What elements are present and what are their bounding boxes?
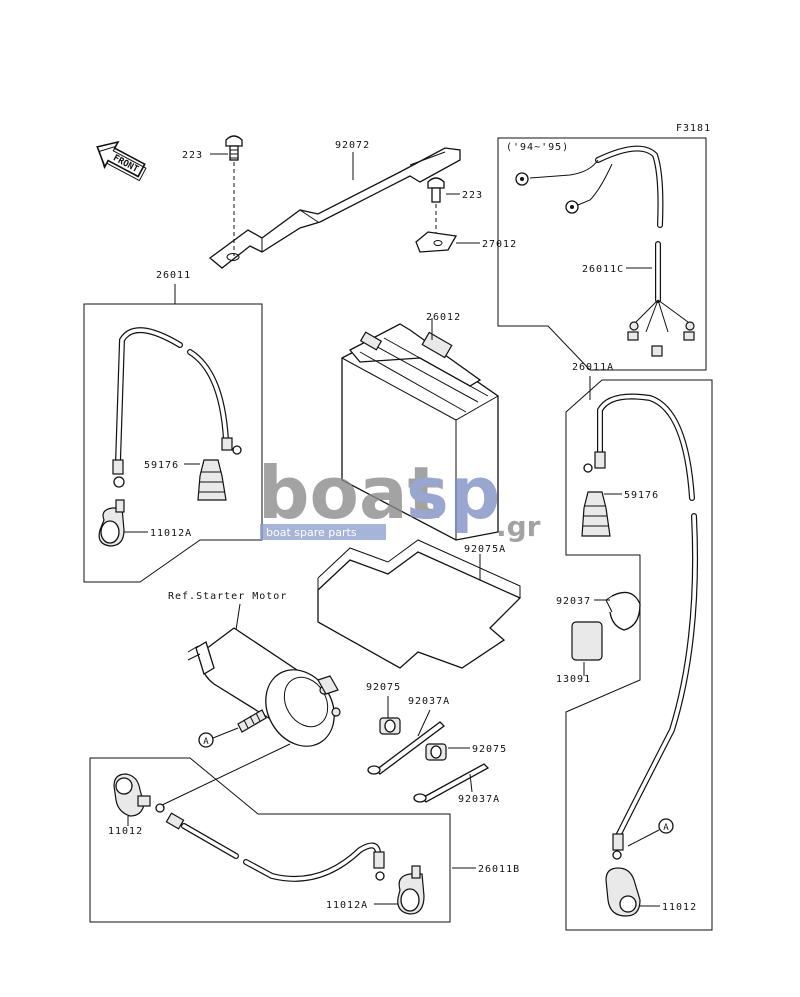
label-59176-left: 59176 [144,460,179,471]
box-26011A-cable [565,379,713,931]
label-26011A: 26011A [572,362,614,373]
screw-223-left [225,135,243,256]
watermark-brand-left: boat [258,451,442,535]
cap-11012-right [605,867,641,917]
label-59176-right: 59176 [624,490,659,501]
clip-92037A-a [367,721,445,775]
label-92037A-a: 92037A [408,696,450,707]
label-223-left: 223 [182,150,203,161]
grommet-92075-a [379,717,401,735]
label-26012: 26012 [426,312,461,323]
clip-92037A-b [413,763,490,803]
label-92075A: 92075A [464,544,506,555]
ref-A-left-text: A [203,737,209,747]
cable-26011 [112,327,242,488]
label-26011B: 26011B [478,864,520,875]
year-label: ('94~'95) [506,142,569,153]
cable-26011A [583,393,699,860]
label-26011C: 26011C [582,264,624,275]
grommet-92075-b [425,743,447,761]
clamp-92037 [605,591,641,631]
watermark-tagline: boat spare parts [266,526,357,539]
ref-circle-A-right: A [627,818,674,847]
box-26011B-cable [89,757,451,923]
cap-11012A-left [98,499,125,547]
label-11012-left: 11012 [108,826,143,837]
watermark-suffix: .gr [496,510,541,543]
label-26011: 26011 [156,270,191,281]
label-11012A-bottom: 11012A [326,900,368,911]
bracket-27012 [415,231,458,253]
box-26011-cable [83,303,263,583]
label-92037A-b: 92037A [458,794,500,805]
label-27012: 27012 [482,239,517,250]
cable-26011B [155,803,385,882]
front-direction-arrow: FRONT [96,140,147,182]
battery-strap-92072 [208,147,461,269]
cap-11012A-bottom [397,865,425,915]
bolt-starter [237,709,267,733]
figure-code: F3181 [676,123,711,134]
label-92075-a: 92075 [366,682,401,693]
starter-motor [187,627,341,747]
boot-59176-right [581,491,611,537]
label-92075-b: 92075 [472,744,507,755]
label-92037: 92037 [556,596,591,607]
battery-26012 [341,323,499,541]
boot-59176-left [197,459,227,501]
box-94-95-cable [497,137,707,371]
ref-circle-A-left: A [198,727,239,748]
pad-13091 [571,621,603,661]
label-92072: 92072 [335,140,370,151]
label-223-right: 223 [462,190,483,201]
pad-92075A [317,539,522,669]
cable-26011C [515,145,695,357]
label-11012A-left: 11012A [150,528,192,539]
ref-A-right-text: A [663,823,669,833]
cap-11012-left [113,773,151,817]
screw-223-right [427,177,445,238]
label-13091: 13091 [556,674,591,685]
ref-starter-motor-label: Ref.Starter Motor [168,591,287,602]
watermark-brand-right: sp [406,451,500,535]
watermark-logo: boat sp .gr boat spare parts [258,451,541,543]
label-11012-right: 11012 [662,902,697,913]
